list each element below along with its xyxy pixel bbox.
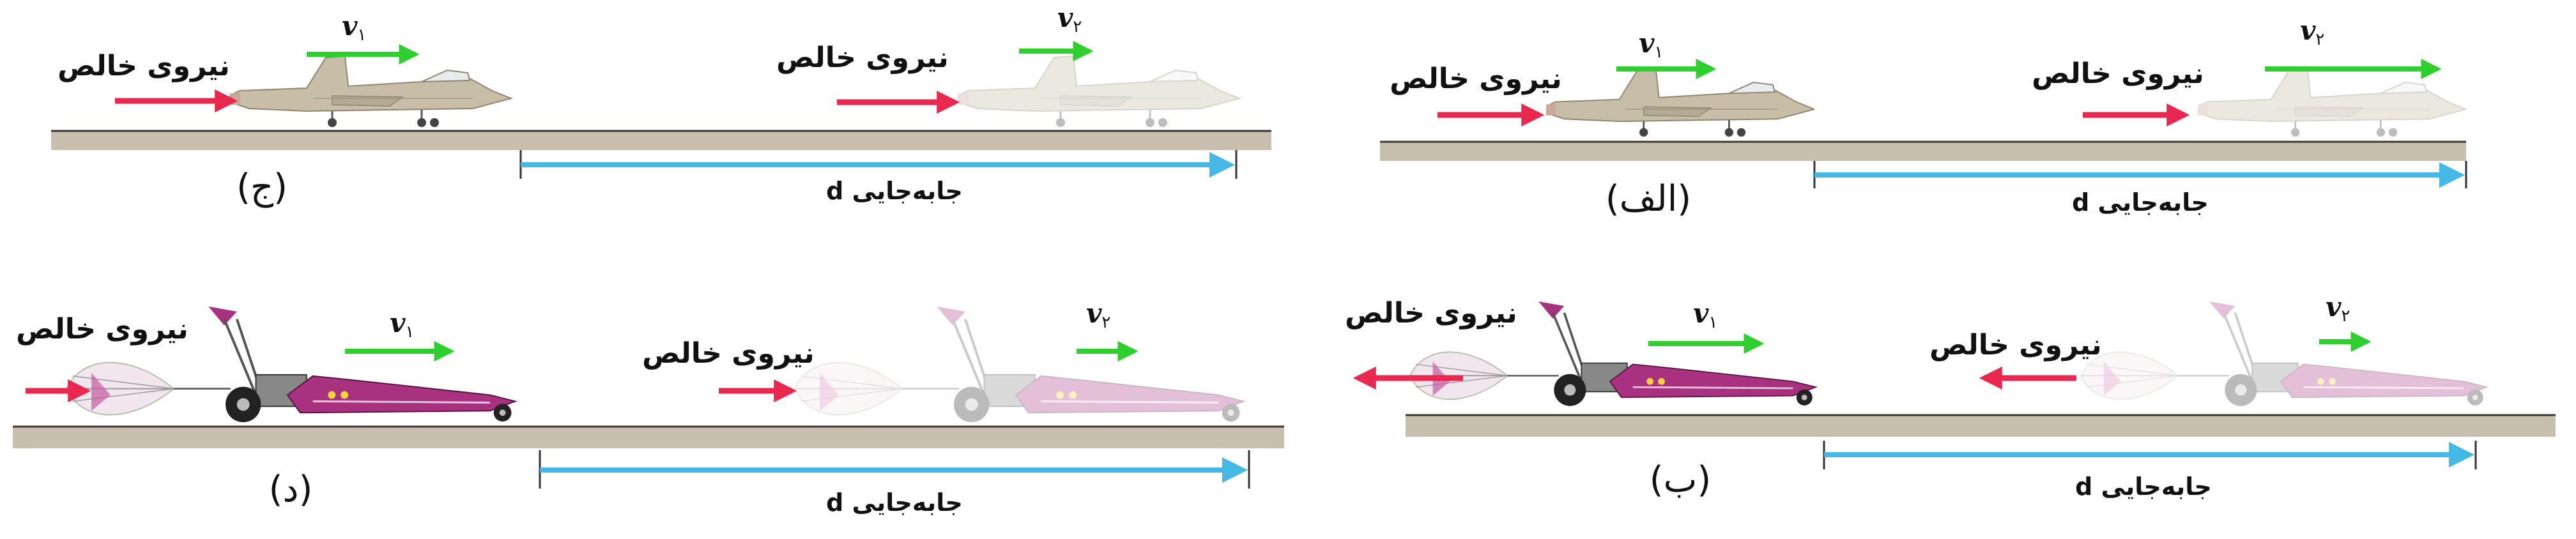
velocity-2-label: v۲ [1086,298,1110,332]
velocity-2-label: v۲ [1057,2,1082,36]
panel-jim: نیروی خالص نیروی خالص v۱ v۲ جابه‌جایی d … [51,2,1271,208]
net-force-label: نیروی خالص [2032,57,2204,90]
velocity-1-label: v۱ [1639,27,1663,62]
jet-faded-icon [2198,68,2466,138]
net-force-label: نیروی خالص [776,42,949,74]
jet-faded-icon [957,55,1241,128]
net-force-label: نیروی خالص [1390,63,1562,95]
velocity-1-label: v۱ [1693,298,1717,332]
displacement-label: جابه‌جایی d [826,177,963,205]
displacement-label: جابه‌جایی d [826,489,963,517]
panel-tag: (د) [269,469,313,510]
panel-alef: نیروی خالص نیروی خالص v۱ v۲ جابه‌جایی d … [1380,15,2467,220]
jet-icon [229,55,512,128]
net-force-label: نیروی خالص [57,50,230,82]
velocity-1-label: v۱ [342,10,366,45]
ground-jim [51,131,1271,150]
net-force-label: نیروی خالص [1929,329,2102,361]
displacement-label: جابه‌جایی d [2072,188,2209,216]
net-force-label: نیروی خالص [16,313,188,345]
ground-dal [13,427,1284,448]
panel-tag: (الف) [1606,178,1691,220]
jet-icon [1546,68,1814,138]
ground-be [1406,415,2556,437]
dragster-faded-icon [2079,300,2488,407]
net-force-label: نیروی خالص [642,337,815,370]
dragster-faded-icon [795,307,1244,422]
panel-be: نیروی خالص نیروی خالص v۱ v۲ جابه‌جایی d … [1345,291,2556,501]
panel-tag: (ج) [236,167,288,208]
velocity-2-label: v۲ [2326,291,2350,326]
velocity-1-label: v۱ [390,307,414,342]
net-force-label: نیروی خالص [1345,297,1517,330]
panel-tag: (ب) [1650,459,1711,501]
displacement-label: جابه‌جایی d [2075,473,2212,501]
velocity-2-label: v۲ [2300,15,2324,49]
panel-dal: نیروی خالص نیروی خالص v۱ v۲ جابه‌جایی d … [13,298,1284,517]
ground-alef [1380,142,2466,161]
